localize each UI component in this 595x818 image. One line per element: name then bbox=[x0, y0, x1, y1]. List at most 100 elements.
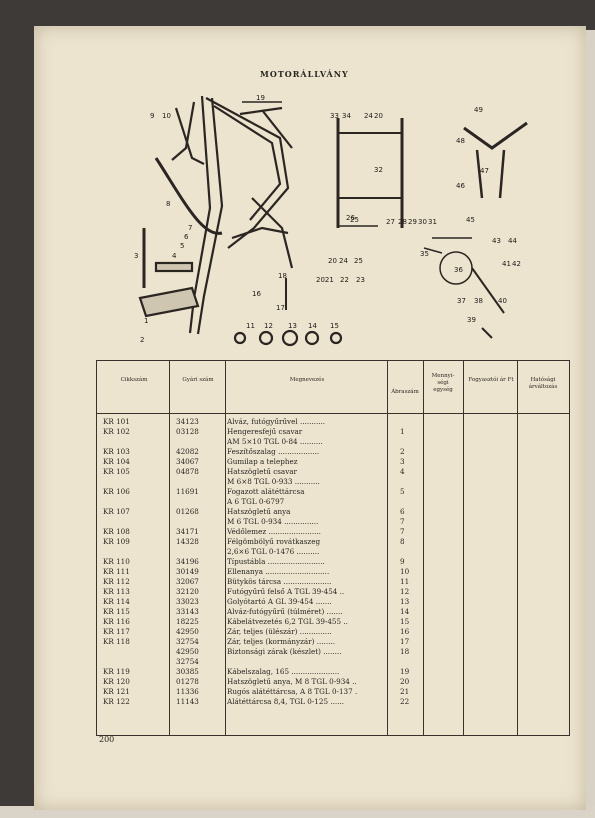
svg-text:8: 8 bbox=[166, 200, 170, 208]
svg-text:23: 23 bbox=[356, 276, 365, 284]
megnevezes-cell: Kábelszalag, 165 ..................... bbox=[227, 667, 340, 676]
megnevezes-cell: Hengeresfejű csavar bbox=[227, 427, 303, 436]
abraszam-cell: 3 bbox=[400, 457, 405, 466]
cikkszam-cell: KR 119 bbox=[103, 667, 130, 676]
gyari-szam-cell: 33023 bbox=[176, 597, 199, 606]
svg-text:14: 14 bbox=[308, 322, 317, 330]
abraszam-cell: 10 bbox=[400, 567, 410, 576]
svg-text:11: 11 bbox=[246, 322, 255, 330]
svg-text:39: 39 bbox=[467, 316, 476, 324]
svg-text:17: 17 bbox=[276, 304, 285, 312]
gyari-szam-cell: 11143 bbox=[176, 697, 199, 706]
svg-text:5: 5 bbox=[180, 242, 184, 250]
page-title: MOTORÁLLVÁNY bbox=[260, 69, 349, 79]
svg-text:20: 20 bbox=[328, 257, 337, 265]
abraszam-cell: 7 bbox=[400, 527, 405, 536]
megnevezes-cell: Ellenanya ............................ bbox=[227, 567, 330, 576]
svg-text:36: 36 bbox=[454, 266, 463, 274]
cikkszam-cell: KR 107 bbox=[103, 507, 130, 516]
svg-text:43: 43 bbox=[492, 237, 501, 245]
megnevezes-cell: Fogazott alátéttárcsa bbox=[227, 487, 305, 496]
svg-text:45: 45 bbox=[466, 216, 475, 224]
svg-text:1: 1 bbox=[144, 317, 148, 325]
abraszam-cell: 1 bbox=[400, 427, 405, 436]
cikkszam-cell: KR 102 bbox=[103, 427, 130, 436]
megnevezes-cell: Futógyűrű felső A TGL 39-454 .. bbox=[227, 587, 345, 596]
svg-text:2: 2 bbox=[140, 336, 144, 344]
svg-text:25: 25 bbox=[354, 257, 363, 265]
table-row: 2,6×6 TGL 0-1476 .......... bbox=[97, 547, 569, 557]
gyari-szam-cell: 42082 bbox=[176, 447, 199, 456]
parts-drawing: 1 2 3 4 5 6 7 8 9 10 11 12 13 14 15 16 1… bbox=[134, 94, 528, 347]
megnevezes-cell: Védőlemez ....................... bbox=[227, 527, 321, 536]
part-callouts: 1 2 3 4 5 6 7 8 9 10 11 12 13 14 15 16 1… bbox=[134, 94, 521, 344]
cikkszam-cell: KR 120 bbox=[103, 677, 130, 686]
megnevezes-cell: Zár, teljes (ülészár) .............. bbox=[227, 627, 332, 636]
cikkszam-cell: KR 110 bbox=[103, 557, 130, 566]
megnevezes-cell: Alváz, futógyűrűvel ........... bbox=[227, 417, 326, 426]
abraszam-cell: 22 bbox=[400, 697, 410, 706]
svg-text:46: 46 bbox=[456, 182, 465, 190]
svg-text:41: 41 bbox=[502, 260, 511, 268]
megnevezes-cell: M 6 TGL 0-934 ............... bbox=[227, 517, 319, 526]
gyari-szam-cell: 14328 bbox=[176, 537, 199, 546]
gyari-szam-cell: 34067 bbox=[176, 457, 199, 466]
column-divider bbox=[463, 361, 464, 735]
abraszam-cell: 2 bbox=[400, 447, 405, 456]
cikkszam-cell: KR 106 bbox=[103, 487, 130, 496]
gyari-szam-cell: 32754 bbox=[176, 657, 199, 666]
megnevezes-cell: Hatszögletű csavar bbox=[227, 467, 297, 476]
megnevezes-cell: Alátéttárcsa 8,4, TGL 0-125 ...... bbox=[227, 697, 345, 706]
abraszam-cell: 12 bbox=[400, 587, 410, 596]
megnevezes-cell: Hatszögletű anya, M 8 TGL 0-934 .. bbox=[227, 677, 357, 686]
abraszam-cell: 13 bbox=[400, 597, 410, 606]
table-row: 32754 bbox=[97, 657, 569, 667]
abraszam-cell: 8 bbox=[400, 537, 405, 546]
gyari-szam-cell: 32120 bbox=[176, 587, 199, 596]
svg-text:9: 9 bbox=[150, 112, 154, 120]
gyari-szam-cell: 04878 bbox=[176, 467, 199, 476]
abraszam-cell: 15 bbox=[400, 617, 410, 626]
svg-text:27: 27 bbox=[386, 218, 395, 226]
megnevezes-cell: 2,6×6 TGL 0-1476 .......... bbox=[227, 547, 320, 556]
cikkszam-cell: KR 104 bbox=[103, 457, 130, 466]
catalog-page bbox=[34, 26, 586, 810]
megnevezes-cell: Gumilap a telephez bbox=[227, 457, 298, 466]
megnevezes-cell: Félgömbölyű rovátkaszeg bbox=[227, 537, 321, 546]
svg-text:12: 12 bbox=[264, 322, 273, 330]
svg-text:47: 47 bbox=[480, 167, 489, 175]
svg-text:16: 16 bbox=[252, 290, 261, 298]
gyari-szam-cell: 33143 bbox=[176, 607, 199, 616]
svg-text:33: 33 bbox=[330, 112, 339, 120]
exploded-parts-diagram: 1 2 3 4 5 6 7 8 9 10 11 12 13 14 15 16 1… bbox=[132, 88, 552, 348]
abraszam-cell: 19 bbox=[400, 667, 410, 676]
table-row: A 6 TGL 0-6797 bbox=[97, 497, 569, 507]
cikkszam-cell: KR 103 bbox=[103, 447, 130, 456]
cikkszam-cell: KR 105 bbox=[103, 467, 130, 476]
svg-text:48: 48 bbox=[456, 137, 465, 145]
svg-text:40: 40 bbox=[498, 297, 507, 305]
megnevezes-cell: Zár, teljes (kormányzár) ........ bbox=[227, 637, 335, 646]
table-row: KR 104 34067 Gumilap a telephez 3 bbox=[97, 457, 569, 467]
svg-text:18: 18 bbox=[278, 272, 287, 280]
svg-text:10: 10 bbox=[162, 112, 171, 120]
cikkszam-cell: KR 113 bbox=[103, 587, 130, 596]
svg-text:19: 19 bbox=[256, 94, 265, 102]
gyari-szam-cell: 03128 bbox=[176, 427, 199, 436]
abraszam-cell: 6 bbox=[400, 507, 405, 516]
megnevezes-cell: Alváz-futógyűrű (túlméret) ....... bbox=[227, 607, 343, 616]
gyari-szam-cell: 18225 bbox=[176, 617, 199, 626]
megnevezes-cell: A 6 TGL 0-6797 bbox=[227, 497, 285, 506]
header-cikkszam: Cikkszám bbox=[120, 377, 148, 383]
gyari-szam-cell: 42950 bbox=[176, 627, 199, 636]
megnevezes-cell: Kábelátvezetés 6,2 TGL 39-455 .. bbox=[227, 617, 348, 626]
svg-text:35: 35 bbox=[420, 250, 429, 258]
svg-text:25: 25 bbox=[350, 216, 359, 224]
